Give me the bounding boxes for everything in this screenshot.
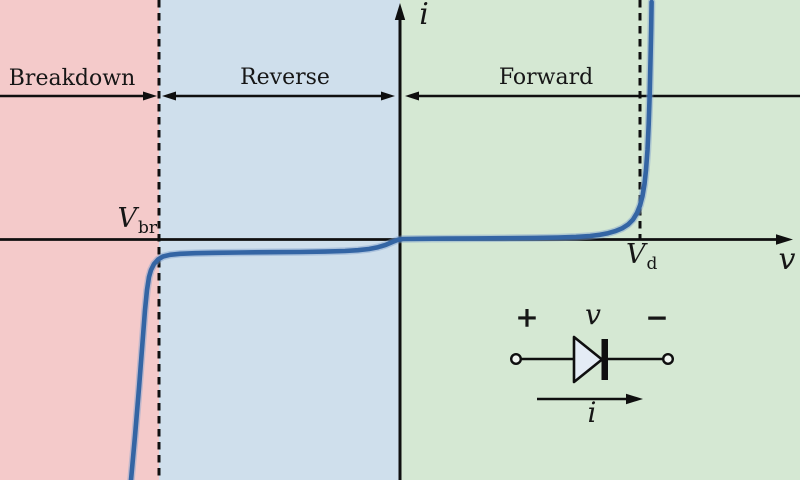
breakdown-region-label: Breakdown [8,66,136,91]
y-axis-label: i [419,0,429,32]
reverse-band-arrowhead-right [381,91,395,101]
breakdown-band-arrowhead-right [143,91,157,101]
diode-anode-terminal-icon [510,353,523,366]
iv-curve [128,0,654,480]
x-axis-arrowhead [776,234,793,245]
reverse-band-arrowhead-left [162,91,176,101]
diode-current-label: i [587,396,597,429]
y-axis [394,3,406,480]
breakdown-voltage-label: Vbr [117,203,157,237]
y-axis-arrowhead [394,3,406,20]
reverse-region-label: Reverse [240,65,330,90]
current-arrowhead-icon [626,393,643,405]
x-axis-label: v [778,242,796,277]
region-band-arrows [0,91,800,101]
diode-symbol [510,335,675,405]
breakdown-voltage-symbol: V [117,203,137,234]
forward-band-arrowhead-left [405,91,419,101]
diode-minus-sign: − [645,301,669,334]
diode-voltage-label: v [585,298,601,331]
diode-plus-sign: + [515,301,539,334]
forward-region-label: Forward [498,65,594,90]
forward-voltage-symbol: V [626,239,646,270]
breakdown-voltage-subscript: br [137,218,157,239]
x-axis [0,234,793,245]
diode-triangle-icon [572,335,604,384]
diode-cathode-bar-icon [601,339,608,380]
forward-voltage-subscript: d [646,254,658,275]
diode-cathode-terminal-icon [662,353,675,366]
forward-voltage-label: Vd [626,239,657,273]
